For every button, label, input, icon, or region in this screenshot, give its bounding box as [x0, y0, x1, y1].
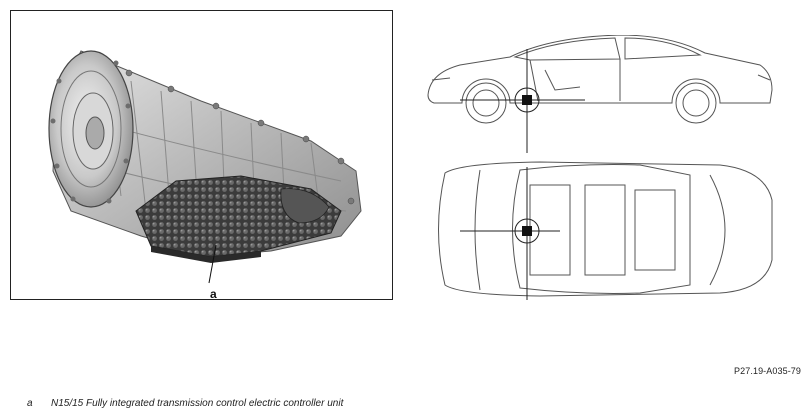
side-view-location-marker — [522, 95, 532, 105]
figure-reference-code: P27.19-A035-79 — [734, 366, 801, 376]
legend-item: a N15/15 Fully integrated transmission c… — [27, 398, 343, 409]
top-view-location-marker — [522, 226, 532, 236]
vehicle-location-diagram — [427, 35, 773, 300]
legend-description: N15/15 Fully integrated transmission con… — [51, 398, 344, 409]
callout-letter-a: a — [210, 287, 217, 301]
legend-key: a — [27, 398, 33, 409]
vehicle-top-view — [438, 161, 773, 297]
transmission-illustration — [48, 50, 362, 284]
vehicle-side-view — [427, 35, 773, 124]
transmission-illustration-frame: a — [10, 10, 393, 301]
